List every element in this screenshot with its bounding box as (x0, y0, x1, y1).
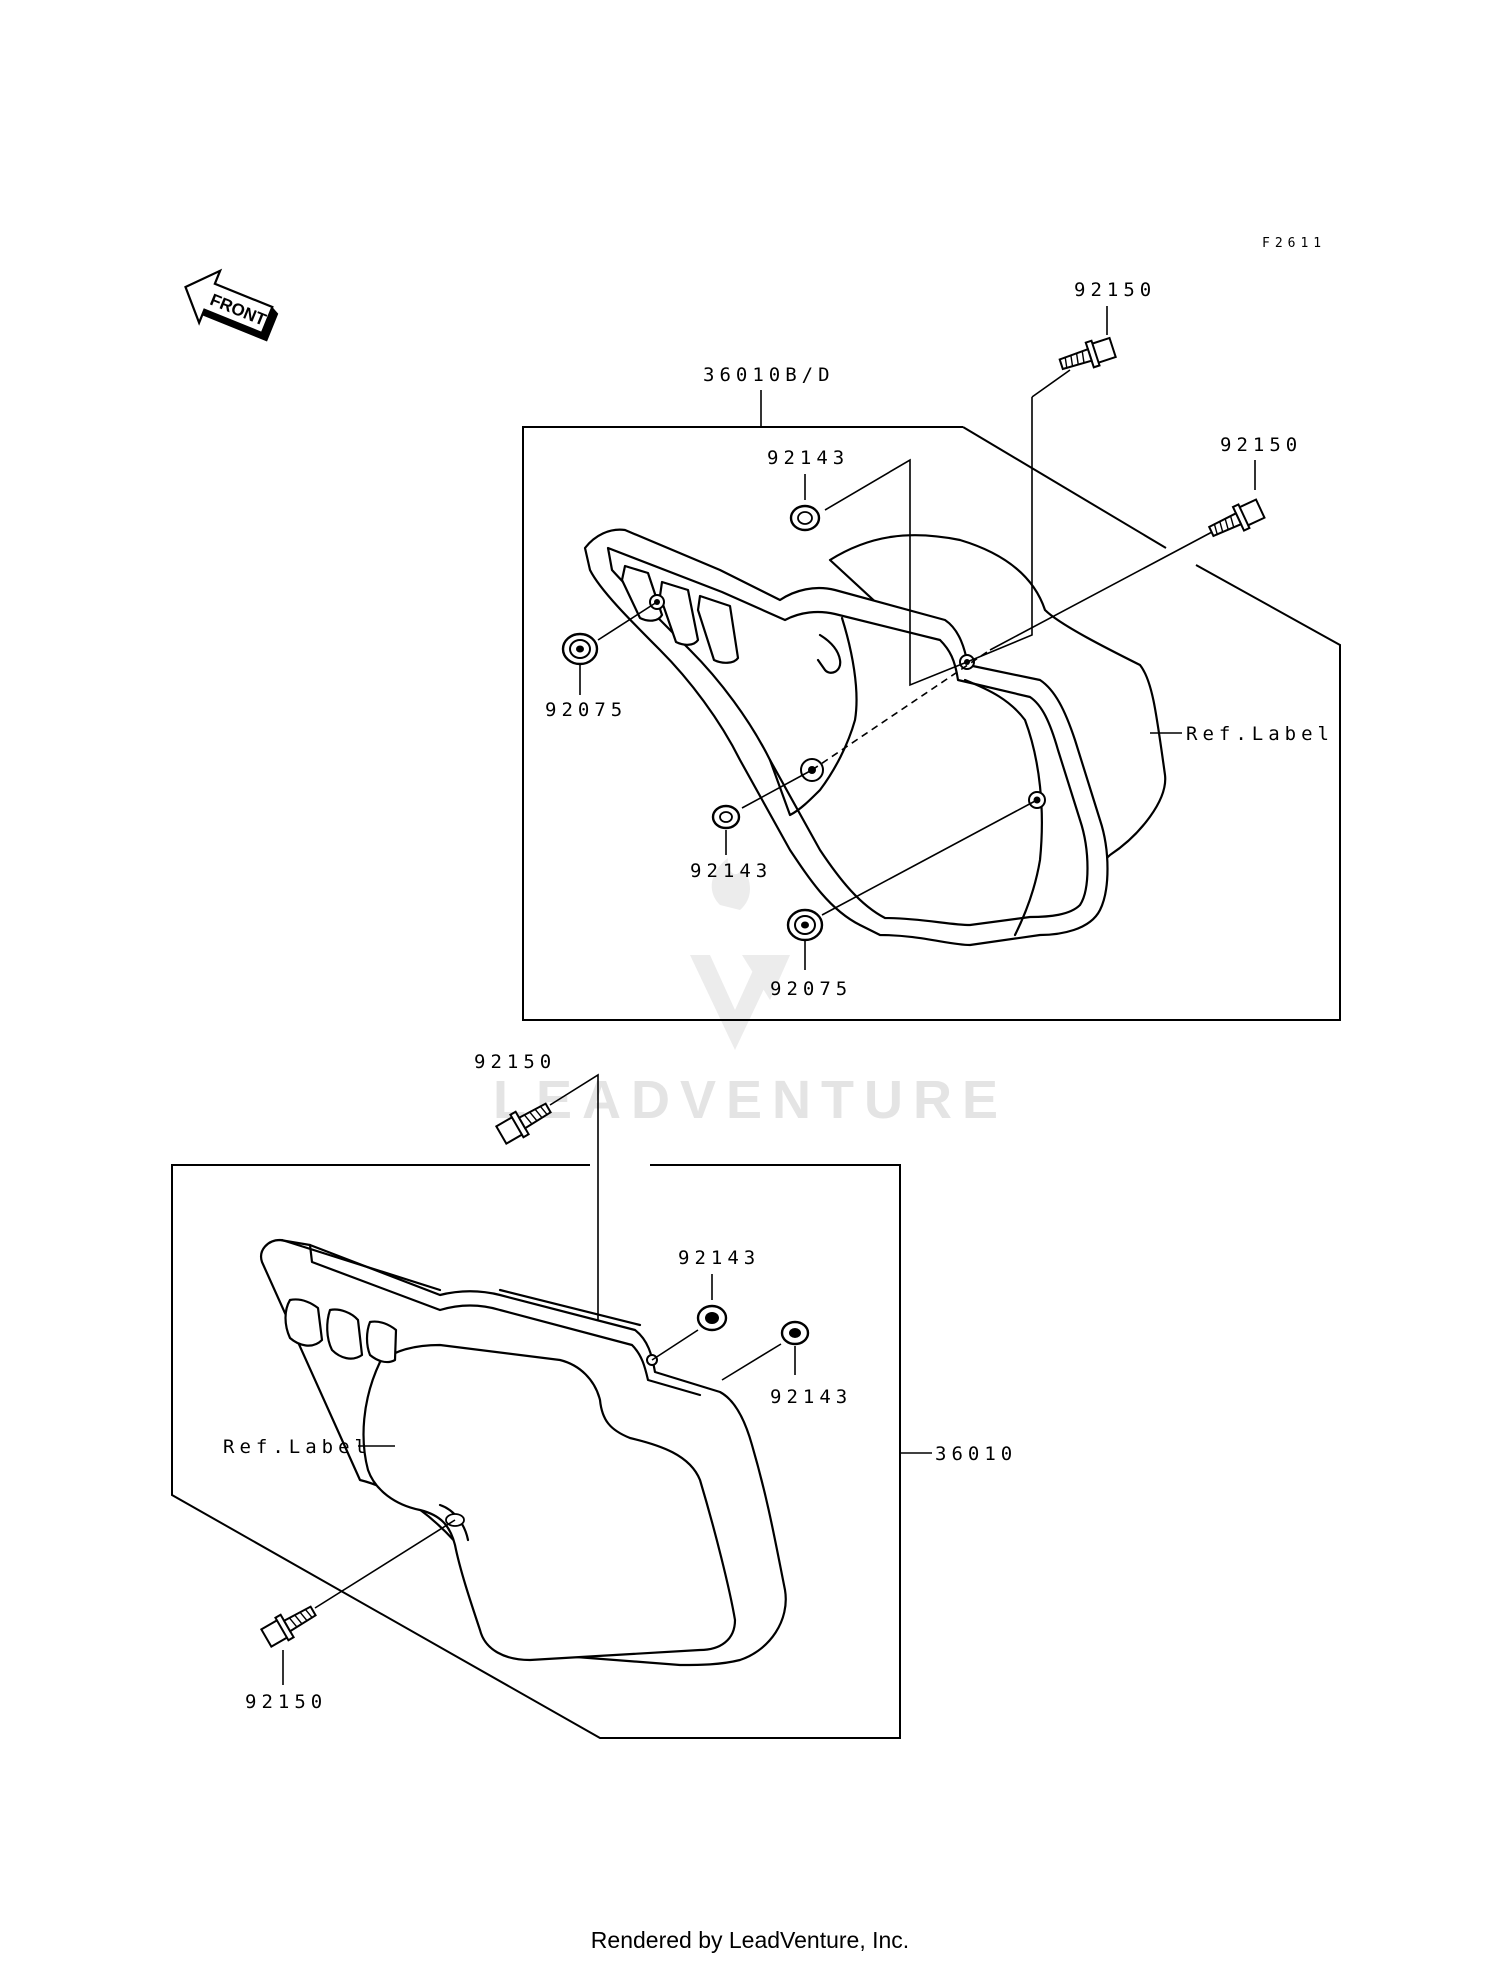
lower-assembly: 92150 92143 (171, 1051, 1017, 1739)
collar-icon (696, 1304, 728, 1332)
bolt-icon (259, 1605, 317, 1649)
lower-bolt-bottom-path (314, 1519, 456, 1609)
upper-assembly: 36010B/D 92150 (522, 279, 1341, 1021)
bolt-icon (494, 1102, 552, 1146)
lower-cover-top-rail (280, 1238, 642, 1327)
grommet-icon (561, 632, 599, 666)
upper-frame-inner-edge (606, 546, 1089, 927)
lower-ref-label-panel (362, 1343, 737, 1662)
upper-collar-top-path (824, 458, 968, 687)
lower-cover-top-ridge (308, 1243, 702, 1397)
upper-frame-hook (816, 633, 842, 674)
upper-group-outline (522, 426, 1341, 1021)
lower-collar-b-label: 92143 (770, 1386, 852, 1408)
lower-assembly-label: 36010 (935, 1443, 1017, 1465)
lower-collar-a-path (651, 1329, 699, 1361)
collar-icon (780, 1320, 810, 1346)
lower-group-outline (171, 1164, 901, 1739)
lower-ref-label: Ref.Label (223, 1436, 371, 1458)
upper-grommet-left-label: 92075 (545, 699, 627, 721)
watermark-text: LEADVENTURE (493, 1070, 1008, 1130)
bolt-icon (1207, 498, 1266, 538)
watermark: LEADVENTURE (493, 858, 1008, 1130)
upper-grommet-bottom-label: 92075 (770, 978, 852, 1000)
lower-bolt-bottom-label: 92150 (245, 1691, 327, 1713)
upper-frame-panel-edge (963, 678, 1043, 937)
upper-assembly-label: 36010B/D (703, 364, 835, 386)
upper-ref-label: Ref.Label (1186, 723, 1334, 745)
upper-bolt-top-path-upper (1031, 369, 1071, 398)
watermark-logo (690, 858, 790, 1050)
lower-collar-a-label: 92143 (678, 1247, 760, 1269)
upper-collar-top-label: 92143 (767, 447, 849, 469)
lower-collar-b-path (721, 1343, 782, 1381)
grommet-icon (786, 908, 824, 942)
upper-bolt-top-label: 92150 (1074, 279, 1156, 301)
upper-grommet-bottom-path (821, 799, 1038, 916)
footer-credit: Rendered by LeadVenture, Inc. (591, 1927, 909, 1953)
lower-vent-slots (284, 1298, 398, 1364)
collar-icon (789, 504, 821, 532)
upper-bolt-right-path (989, 531, 1213, 651)
upper-collar-bottom-label: 92143 (690, 860, 772, 882)
collar-icon (711, 804, 741, 830)
lower-bolt-top-label: 92150 (474, 1051, 556, 1073)
upper-outline-diagonal (962, 426, 1167, 549)
upper-collar-bottom-path (741, 769, 813, 809)
front-arrow-icon: FRONT (184, 268, 279, 342)
figure-code: F2611 (1262, 236, 1326, 251)
upper-bolt-right-label: 92150 (1220, 434, 1302, 456)
bolt-icon (1058, 336, 1117, 371)
upper-bolt-top-path (966, 397, 1033, 663)
upper-grommet-left-path (597, 601, 658, 641)
